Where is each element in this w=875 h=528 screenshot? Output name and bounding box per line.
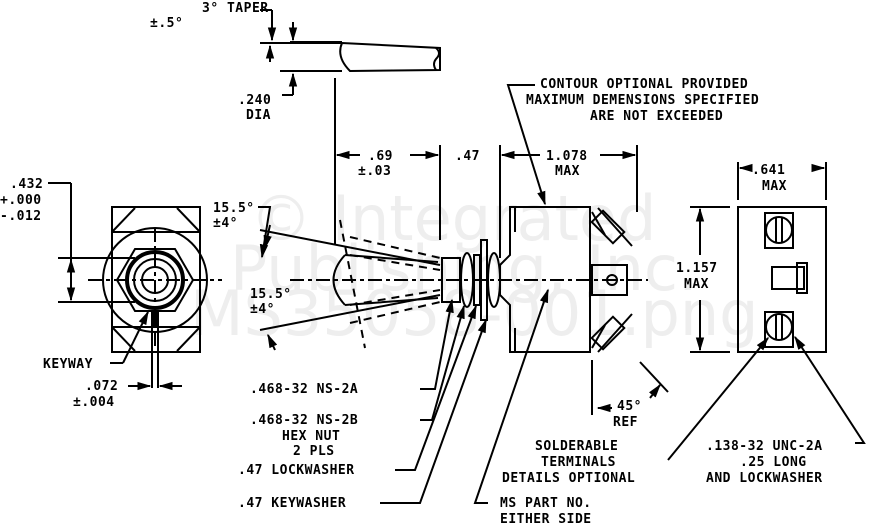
screw-terminal-bottom	[764, 311, 794, 348]
keyway-label: KEYWAY	[43, 357, 93, 372]
angle-up-tolerance: ±4°	[213, 216, 238, 231]
body-height-value: 1.157	[676, 261, 718, 276]
rear-body-outline	[737, 206, 827, 353]
front-view	[48, 182, 222, 391]
handle-dia-value: .240	[238, 93, 271, 108]
angle-down-value: 15.5°	[250, 287, 292, 302]
rear-view	[667, 162, 866, 461]
terminals-note-line-3: DETAILS OPTIONAL	[502, 471, 635, 486]
handle-tip	[339, 41, 441, 73]
body-length-value: 1.078	[546, 149, 588, 164]
body-height-max: MAX	[684, 277, 709, 292]
lockwasher-label: .47 LOCKWASHER	[238, 463, 355, 478]
terminal-angle-value: 45°	[617, 399, 642, 414]
contour-note-line-2: MAXIMUM DEMENSIONS SPECIFIED	[526, 93, 759, 108]
terminal-top	[590, 207, 633, 247]
keyway-slot	[151, 310, 159, 328]
thread-a-label: .468-32 NS-2A	[250, 382, 358, 397]
handle-length-tolerance: ±.03	[358, 164, 391, 179]
body-width-value: .641	[752, 163, 785, 178]
body-width-max: MAX	[762, 179, 787, 194]
body-length-max: MAX	[555, 164, 580, 179]
terminal-bottom	[590, 313, 633, 353]
terminals-note-line-2: TERMINALS	[541, 455, 616, 470]
side-view	[258, 84, 669, 415]
terminal-angle-ref: REF	[613, 415, 638, 430]
ms-part-line-2: EITHER SIDE	[500, 512, 592, 527]
contour-note-line-1: CONTOUR OPTIONAL PROVIDED	[540, 77, 748, 92]
watermark: © Integrated Publishing, Inc. MS35058-00…	[190, 182, 759, 350]
bushing-flat-minus: -.012	[0, 209, 42, 224]
leaders	[380, 288, 549, 504]
center-terminal	[771, 266, 805, 290]
taper-label: 3° TAPER	[202, 1, 269, 16]
ms-part-line-1: MS PART NO.	[500, 496, 592, 511]
keyway-width-tolerance: ±.004	[73, 395, 115, 410]
terminal-center	[591, 264, 628, 296]
labels: 3° TAPER ±.5° .240 DIA CONTOUR OPTIONAL …	[0, 1, 823, 527]
screw-note-line-1: .138-32 UNC-2A	[706, 439, 823, 454]
thread-b-label: .468-32 NS-2B	[250, 413, 358, 428]
hex-nut-qty: 2 PLS	[293, 444, 335, 459]
switch-body	[499, 206, 591, 353]
contour-note-line-3: ARE NOT EXCEEDED	[590, 109, 723, 124]
keywasher-label: .47 KEYWASHER	[238, 496, 346, 511]
screw-note-line-2: .25 LONG	[740, 455, 807, 470]
watermark-line-2: Publishing, Inc.	[230, 232, 698, 305]
terminals-note-line-1: SOLDERABLE	[535, 439, 618, 454]
screw-terminal-top	[764, 212, 794, 249]
bushing-flat-plus: +.000	[0, 193, 42, 208]
keyway-width-value: .072	[85, 379, 118, 394]
watermark-line-1: © Integrated	[250, 182, 656, 255]
handle-length-value: .69	[368, 149, 393, 164]
handle-dia-label: DIA	[246, 108, 271, 123]
bushing-flat-value: .432	[10, 177, 43, 192]
taper-tolerance: ±.5°	[150, 16, 183, 31]
hex-nut-label: HEX NUT	[282, 429, 340, 444]
screw-note-line-3: AND LOCKWASHER	[706, 471, 823, 486]
handle-taper-detail	[260, 9, 441, 245]
bushing-length-value: .47	[455, 149, 480, 164]
angle-down-tolerance: ±4°	[250, 302, 275, 317]
angle-up-value: 15.5°	[213, 201, 255, 216]
